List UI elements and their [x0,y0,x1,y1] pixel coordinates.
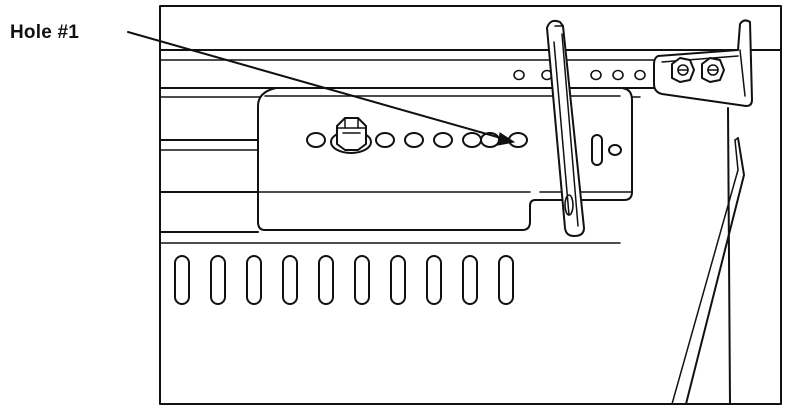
slider-hole [306,132,326,148]
slider-hole [375,132,395,148]
arrow-head-icon [497,132,516,146]
side-rail-lines [160,139,621,244]
nut-icon [701,57,725,83]
hole-1-label: Hole #1 [10,22,79,43]
callout-arrow [127,31,516,146]
bolt-nut-icon [330,117,372,154]
rail-hole [513,69,525,81]
slider-slot [591,134,622,166]
vertical-bracket [546,19,585,237]
diagonal-support [671,107,745,405]
rail-hole [590,69,602,81]
rail-hole [634,69,646,81]
rail-hole [612,69,624,81]
nut-icon [671,57,695,83]
vent-slots [174,255,514,305]
slider-hole [462,132,482,148]
frame-border [159,5,782,405]
slider-hole [433,132,453,148]
slider-hole [404,132,424,148]
upper-rail-holes [513,69,646,81]
